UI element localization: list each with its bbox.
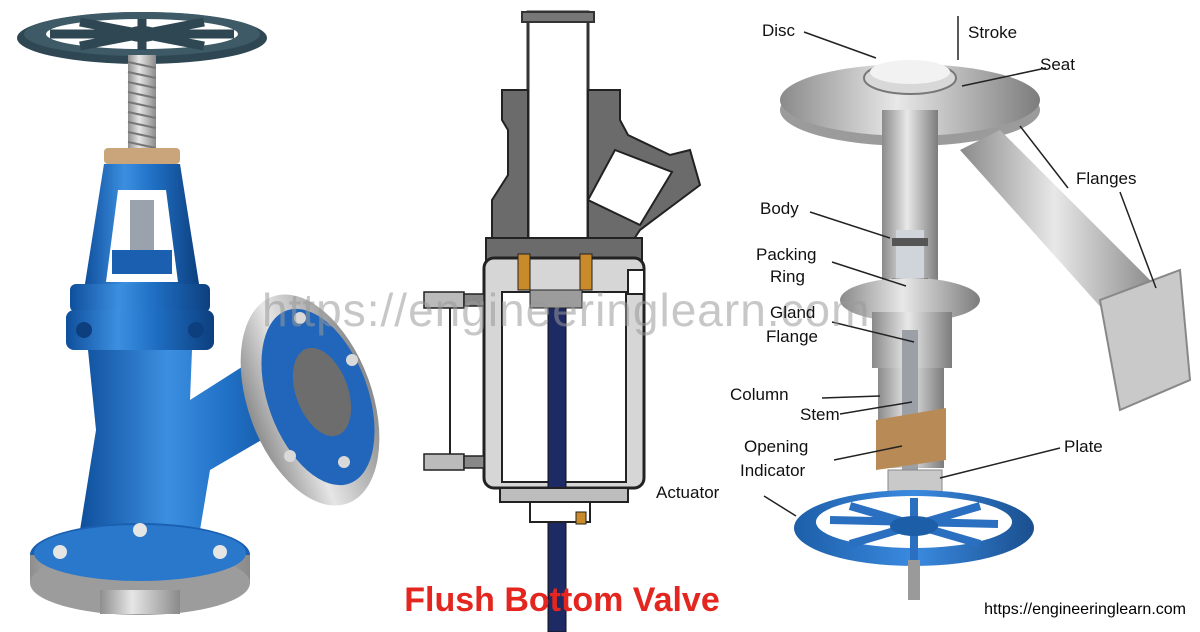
blue-valve-drawing — [17, 12, 380, 615]
label-opening-indicator-line2: Indicator — [740, 461, 806, 480]
label-flanges: Flanges — [1076, 169, 1137, 188]
label-stroke: Stroke — [968, 23, 1018, 42]
bottom-flange — [30, 523, 250, 615]
website-url: https://engineeringlearn.com — [984, 601, 1186, 618]
valve-section-drawing — [390, 0, 730, 632]
opening-indicator-part — [876, 408, 946, 470]
bronze-collar — [104, 148, 180, 164]
watermark-text: https://engineeringlearn.com — [262, 284, 871, 336]
label-gland-flange-line2: Flange — [766, 327, 818, 346]
label-body: Body — [760, 199, 799, 218]
handwheel-top — [17, 12, 267, 64]
leader-lines — [763, 16, 1157, 517]
side-outlet-flange — [240, 294, 380, 506]
labelled-cutaway — [700, 0, 1200, 632]
main-title: Flush Bottom Valve — [404, 581, 720, 619]
threaded-stem — [127, 55, 157, 151]
packing-right — [579, 253, 593, 291]
fitting-bottom — [423, 453, 485, 471]
fitting-top — [423, 291, 485, 309]
inlet-pipe — [526, 10, 590, 244]
valve-3d-illustration — [0, 0, 390, 632]
label-disc: Disc — [762, 21, 796, 40]
label-plate: Plate — [1064, 437, 1103, 456]
label-packing-ring-line1: Packing — [756, 245, 817, 264]
label-packing-ring-line2: Ring — [770, 267, 805, 286]
label-gland-flange-line1: Gland — [770, 303, 816, 322]
cutaway-drawing — [763, 16, 1192, 600]
bonnet-flange — [66, 284, 214, 350]
packing-left — [517, 253, 531, 291]
label-opening-indicator-line1: Opening — [744, 437, 809, 456]
label-stem: Stem — [800, 405, 840, 424]
label-seat: Seat — [1040, 55, 1075, 74]
actuator-handwheel — [794, 490, 1034, 600]
body-casting-left — [491, 89, 529, 246]
middle-flange — [840, 278, 980, 322]
yoke — [84, 164, 200, 290]
cross-section-drawing — [423, 10, 702, 632]
label-column: Column — [730, 385, 789, 404]
outlet-pipe — [960, 130, 1170, 340]
label-actuator: Actuator — [656, 483, 720, 502]
